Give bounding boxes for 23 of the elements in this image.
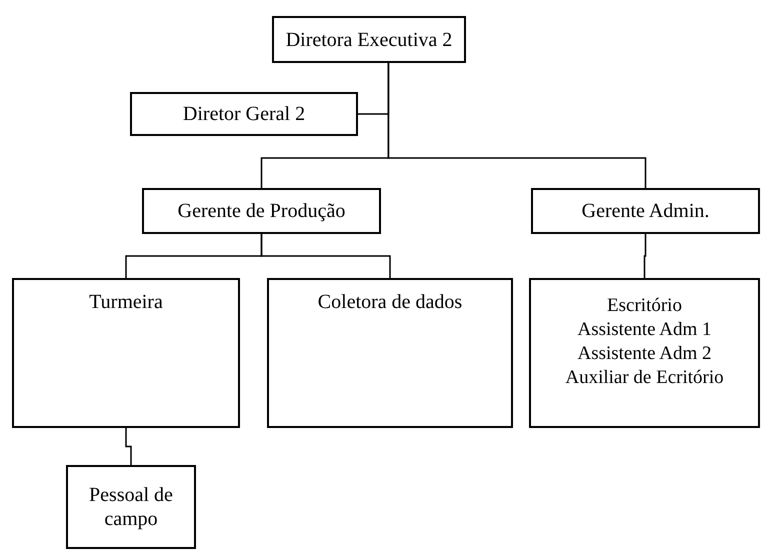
- org-box: [142, 188, 381, 234]
- connector-line: [125, 428, 132, 465]
- org-box: [272, 16, 466, 63]
- role-item: Assistente Adm 2: [577, 342, 712, 366]
- role-item: Assistente Adm 1: [577, 318, 712, 342]
- org-box: [531, 188, 760, 234]
- org-box: [12, 278, 240, 428]
- role-title: Coletora de dados: [318, 290, 462, 314]
- role-title: Pessoal de campo: [88, 483, 174, 531]
- org-box: [130, 92, 358, 136]
- org-box: [267, 278, 513, 428]
- role-item: Auxiliar de Ecritório: [565, 366, 724, 390]
- connector-line: [260, 234, 391, 278]
- role-title: Gerente de Produção: [178, 199, 346, 223]
- role-title: Escritório: [607, 294, 682, 318]
- role-title: Gerente Admin.: [582, 199, 710, 223]
- connector-line: [644, 234, 646, 278]
- connector-line: [388, 63, 646, 188]
- org-box: [529, 278, 760, 428]
- org-box: [66, 465, 196, 549]
- role-title: Diretora Executiva 2: [286, 28, 452, 52]
- role-title: Diretor Geral 2: [182, 102, 306, 126]
- role-title: Turmeira: [89, 290, 163, 314]
